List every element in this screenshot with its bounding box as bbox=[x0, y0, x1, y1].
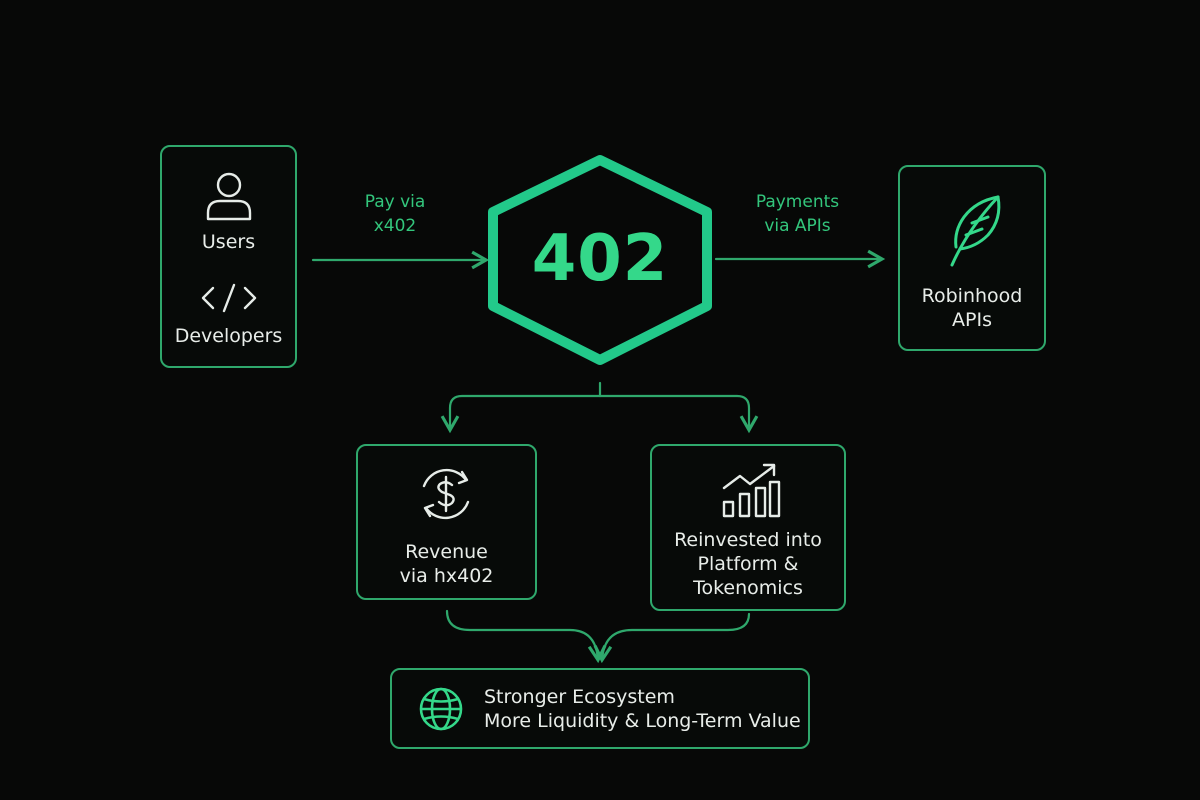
edge-hub-to-revenue bbox=[440, 394, 602, 434]
edge-reinvested-to-ecosystem bbox=[593, 612, 751, 664]
reinvested-label: Reinvested into Platform & Tokenomics bbox=[674, 529, 822, 599]
robinhood-box: Robinhood APIs bbox=[898, 165, 1046, 351]
ecosystem-box: Stronger Ecosystem More Liquidity & Long… bbox=[390, 668, 810, 749]
edge-label-payments: Payments via APIs bbox=[730, 190, 865, 238]
users-label: Users bbox=[201, 231, 256, 253]
dollar-cycle-icon bbox=[422, 468, 470, 520]
edge-revenue-to-ecosystem bbox=[445, 609, 607, 664]
feather-icon bbox=[950, 195, 1001, 267]
edge-label-pay: Pay via x402 bbox=[335, 190, 455, 238]
edge-hub-to-reinvested bbox=[598, 394, 759, 434]
globe-icon bbox=[419, 687, 463, 731]
hub-hexagon bbox=[488, 155, 712, 365]
edge-label-pay-text: Pay via x402 bbox=[364, 192, 426, 236]
user-icon bbox=[206, 172, 252, 221]
revenue-box: Revenue via hx402 bbox=[356, 444, 537, 600]
ecosystem-label: Stronger Ecosystem More Liquidity & Long… bbox=[484, 686, 801, 732]
growth-chart-icon bbox=[722, 463, 781, 518]
code-icon bbox=[201, 283, 257, 313]
edge-label-payments-text: Payments via APIs bbox=[755, 192, 840, 236]
developers-label: Developers bbox=[174, 325, 283, 347]
hub-label: 402 bbox=[531, 222, 669, 296]
revenue-label: Revenue via hx402 bbox=[399, 541, 494, 587]
robinhood-label: Robinhood APIs bbox=[921, 285, 1023, 331]
users-developers-box: Users Developers bbox=[160, 145, 297, 368]
reinvested-box: Reinvested into Platform & Tokenomics bbox=[650, 444, 846, 611]
